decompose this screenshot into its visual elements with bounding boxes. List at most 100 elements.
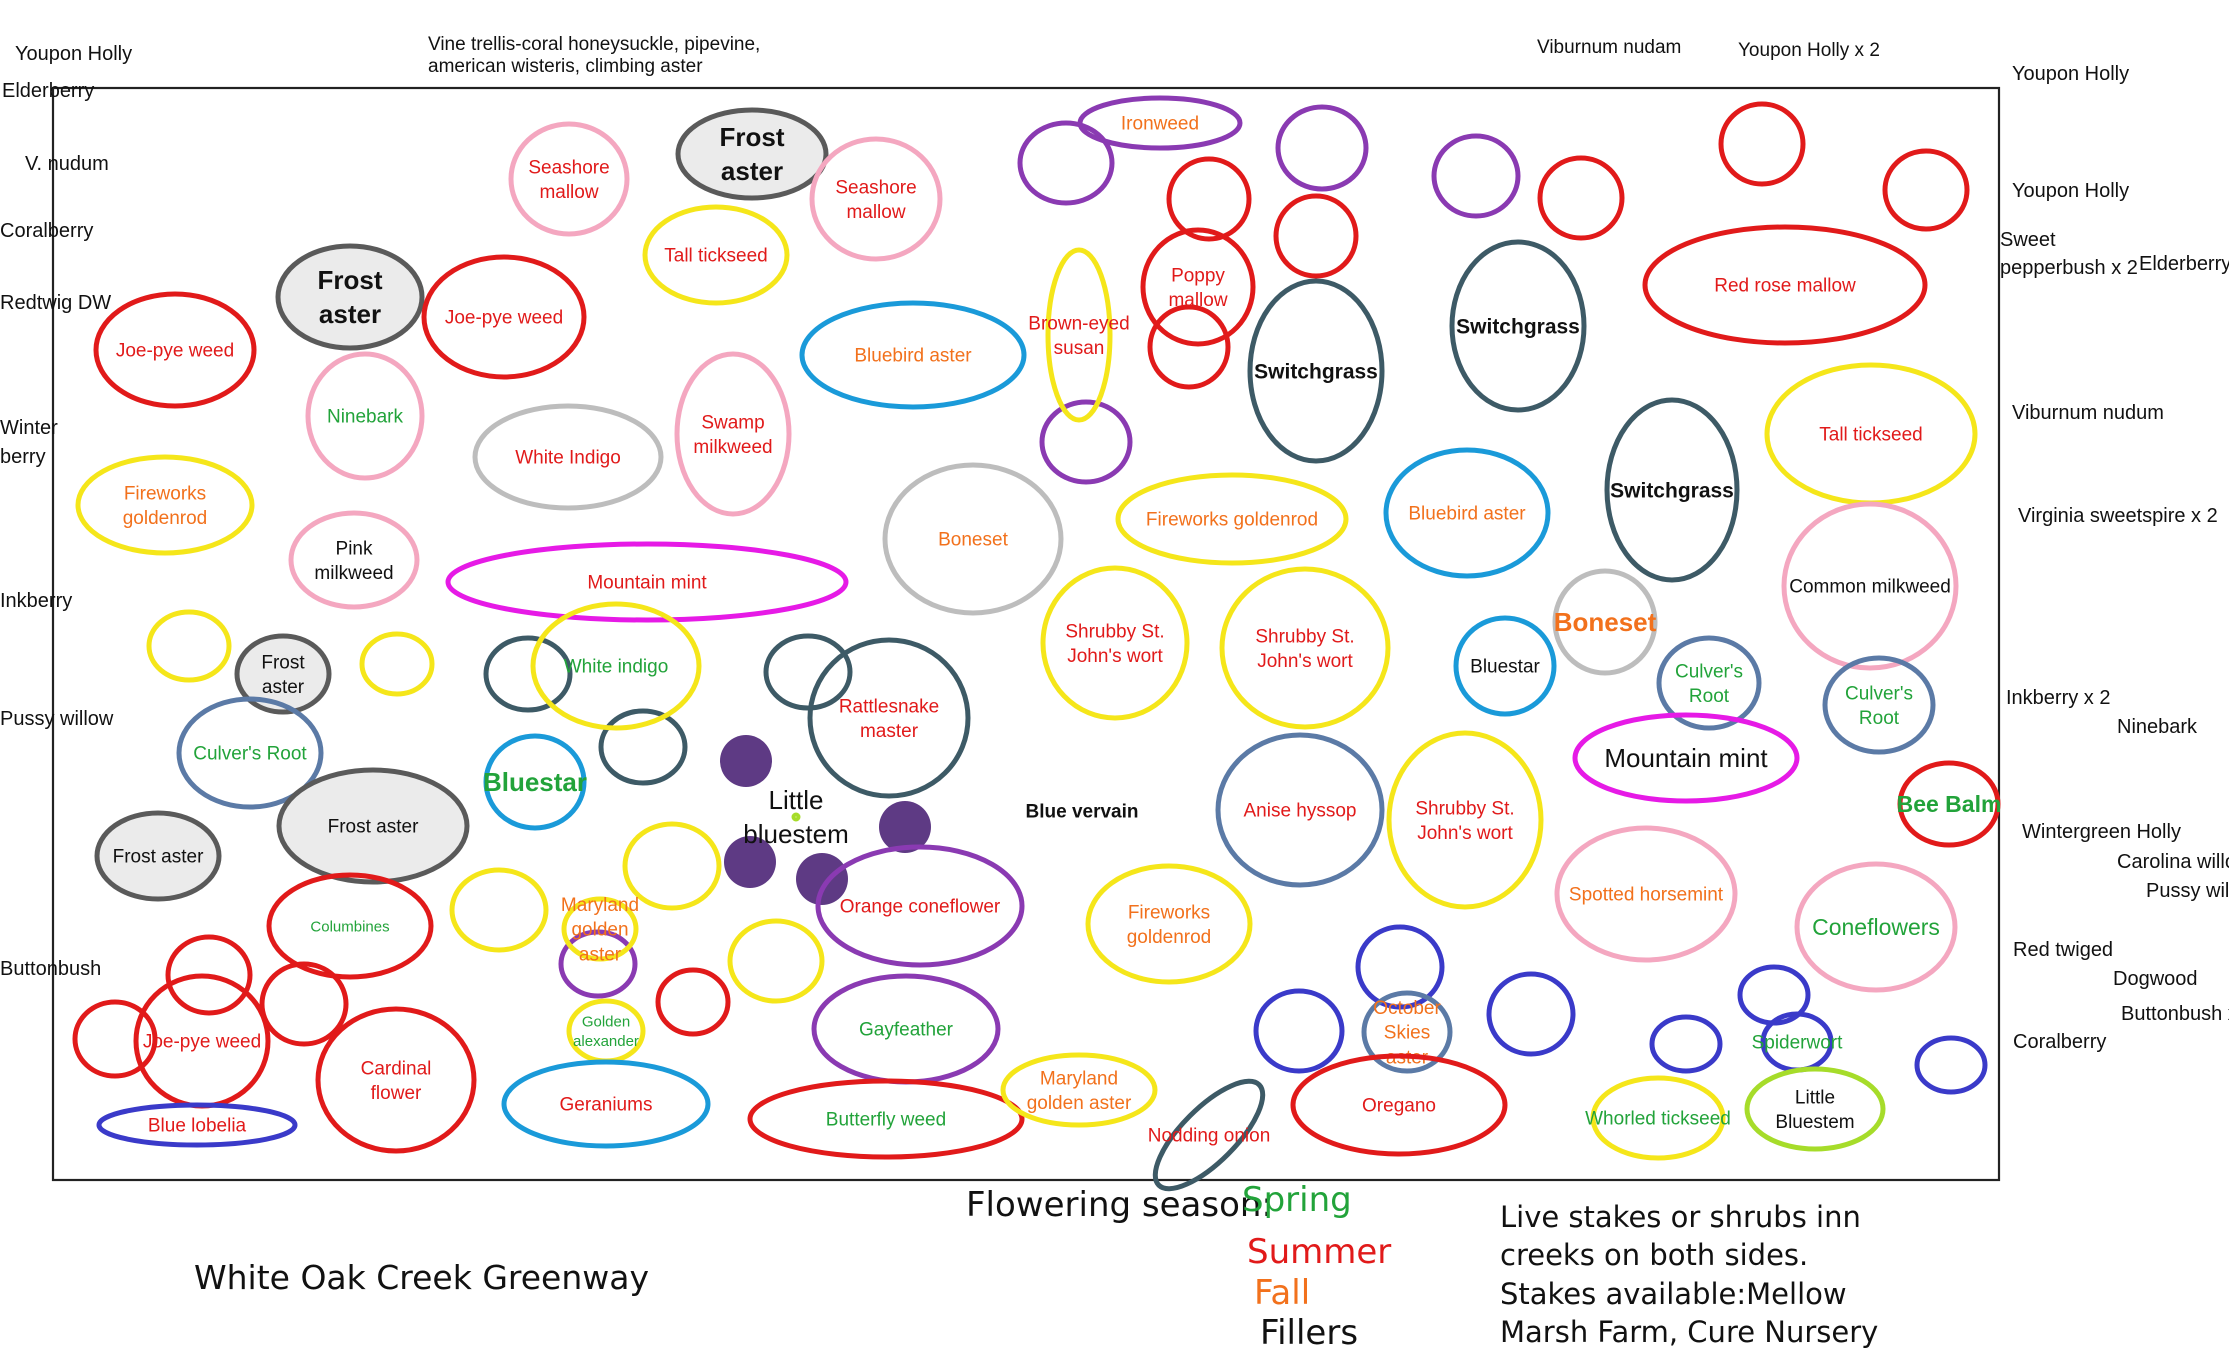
plant-ring [1219,566,1391,730]
plant-circle: Coneflowers [1794,861,1958,993]
live-stakes-note: Live stakes or shrubs inn creeks on both… [1500,1200,1879,1349]
empty-plant-circle [483,635,573,713]
right-shrub-label: Inkberry x 2 [2006,687,2111,709]
empty-plant-circle [259,961,349,1047]
plant-ring [791,812,801,822]
plant-label: Bluebird aster [1408,504,1526,525]
plant-ring [234,633,332,715]
plant-ring [421,254,587,380]
plant-ring [807,637,971,799]
right-shrub-label: Dogwood [2113,968,2198,990]
blue-vervain-dot [724,836,776,888]
plant-ring [530,601,702,731]
plant-circle: Shrubby St.John's wort [1386,730,1544,910]
plant-label: Oregano [1362,1096,1436,1117]
plant-circle: Boneset [1552,568,1658,676]
plant-ring [1590,1075,1726,1161]
empty-plant-circle [763,633,853,711]
plant-label: Blue vervain [1026,802,1139,823]
empty-plant-circle [1166,156,1252,242]
empty-plant-circle [1718,101,1806,187]
plant-circle: Shrubby St.John's wort [1219,566,1391,730]
right-shrub-label: Viburnum nudum [2012,402,2164,424]
plant-ring [1215,732,1385,888]
plant-circle: Shrubby St.John's wort [1040,565,1190,721]
plant-circle: Blue lobelia [96,1102,298,1148]
plant-circle: Nodding onion [1148,1078,1270,1192]
plant-ring [275,243,425,351]
plant-circle: Anise hyssop [1215,732,1385,888]
legend-title: Flowering season: [966,1185,1273,1225]
plant-label: Common milkweed [1789,577,1951,598]
plant-ring [674,351,792,517]
plant-ring [809,136,943,262]
right-shrub-label: Sweet pepperbush x 2 [2000,229,2138,280]
plant-label: Ninebark [327,407,404,428]
plant-ring [642,204,790,306]
plant-ring [1115,472,1349,566]
plant-ring [483,733,587,831]
legend-fillers: Fillers [1260,1313,1359,1353]
empty-plant-circle [598,708,688,786]
left-shrub-label: Pussy willow [0,708,114,730]
right-shrub-label: Coralberry [2013,1031,2107,1053]
top-left-shrub-label: Youpon Holly [15,43,133,65]
plant-ring [305,351,425,481]
left-shrub-label: Elderberry [2,80,95,102]
empty-plant-circle [1431,133,1521,219]
plant-circle: Bluebird aster [1383,447,1551,579]
plant-label: Orange coneflower [840,897,1001,918]
plant-circle: Culver's Root [176,696,324,810]
plant-label: Joe-pye weed [445,308,563,329]
blue-vervain-dot [879,801,931,853]
right-shrub-label: Ninebark [2117,716,2198,738]
legend-summer: Summer [1247,1232,1392,1272]
plant-ring [561,896,639,962]
empty-plant-circle [1486,971,1576,1057]
plant-label: Spiderwort [1752,1033,1844,1054]
plant-circle: Switchgrass [1449,239,1587,413]
right-shrub-label: Virginia sweetspire x 2 [2018,505,2218,527]
plant-circle: White Indigo [472,403,664,511]
plant-ring [1642,224,1928,346]
plant-label: Joe-pye weed [116,341,234,362]
plant-ring [1045,247,1113,423]
right-shrub-label: Wintergreen Holly [2022,821,2181,843]
plant-ring [1386,730,1544,910]
plant-label: Switchgrass [1254,360,1378,383]
plant-label: Culver's Root [193,744,307,765]
plant-circle: Columbines [266,872,434,980]
plant-circle: Blue vervain [1026,802,1139,823]
empty-plant-circle [1273,193,1359,279]
plant-label: Spotted horsemint [1569,885,1724,906]
blue-vervain-dot [796,853,848,905]
plant-label: Columbines [310,918,389,935]
plant-label: Whorled tickseed [1585,1109,1731,1130]
plant-label: Gayfeather [859,1020,954,1041]
plant-circle: Mountain mint [1572,712,1800,804]
plant-circle: Ninebark [305,351,425,481]
plant-ring [1000,1052,1158,1128]
plant-circle: Bluestar [1453,615,1557,717]
plant-ring [1290,1053,1508,1157]
plant-ring [501,1059,711,1149]
plant-ring [266,872,434,980]
plant-label: Shrubby St.John's wort [1415,798,1514,844]
